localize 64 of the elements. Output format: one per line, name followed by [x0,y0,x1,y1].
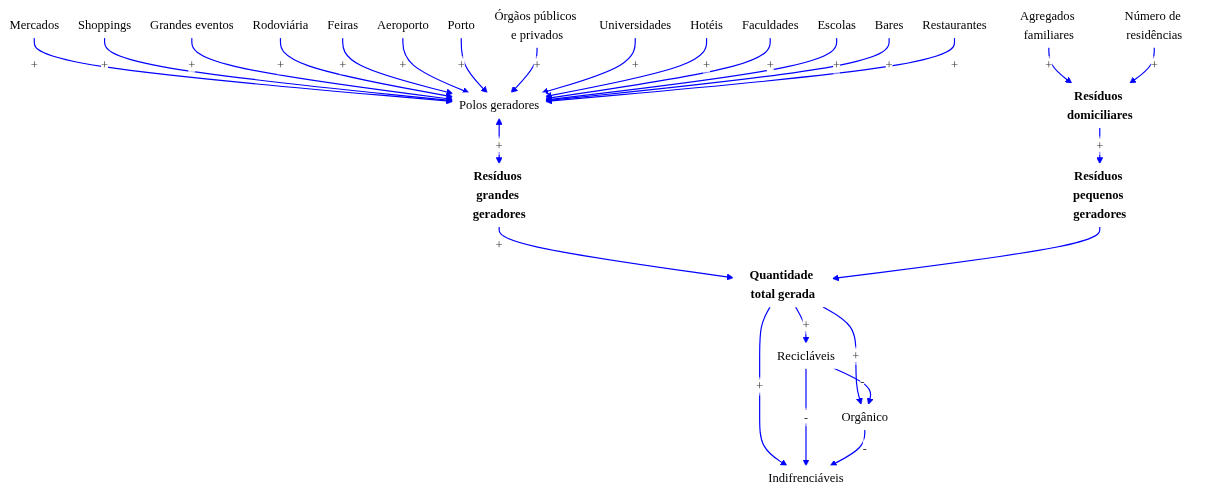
edge-label: + [339,58,347,73]
node-text: Aeroporto [376,18,429,32]
node-text: Bares [874,18,904,32]
edge-label: + [631,58,639,73]
edge-label: + [188,58,196,73]
node-text: Orgânico [841,410,889,424]
arrow [1129,47,1155,85]
edge-label: + [1045,58,1053,73]
node-text: Grandes eventos [150,18,234,32]
arrow [33,37,454,105]
node-text: Rodoviária [252,18,309,32]
edge-label: - [860,374,865,388]
node-text: Órgãos públicos e privados [494,9,577,42]
edge-label: + [950,58,959,73]
node-text: Shoppings [77,18,132,32]
arrow [541,37,636,95]
node-text: Quantidade total gerada [749,268,816,301]
edge-label: - [803,410,809,424]
edge-label: + [495,138,503,153]
node-text: Porto [447,18,475,32]
arrow [832,226,1101,282]
arrow [545,37,708,100]
node-text: Universidades [599,18,672,32]
edge-label: + [766,58,774,73]
edge-label: + [30,58,38,73]
edge-label: + [885,58,893,73]
arrow [191,37,454,103]
node-text: Hotéis [690,18,724,32]
arrow [1048,47,1073,85]
node-text: Restaurantes [922,18,987,32]
arrow [402,37,470,95]
arrow [510,47,538,94]
node-text: Número de residências [1124,9,1183,42]
node-text: Agregados familiares [1019,9,1075,42]
edge-label: + [495,238,503,252]
edge-label: + [399,58,407,73]
node-text: Mercados [9,18,60,32]
arrow [759,306,788,467]
node-text: Feiras [327,18,359,32]
edge-label: + [276,58,285,73]
node-text: Resíduos grandes geradores [472,169,526,221]
arrow [279,37,454,100]
node-text: Faculdades [741,18,799,32]
arrow [545,37,956,105]
arrow [342,37,454,96]
arrow [460,37,488,94]
node-text: Resíduos pequenos geradores [1073,169,1127,221]
node-text: Escolas [817,18,856,32]
arrow [498,226,734,281]
arrow [833,368,874,406]
edge-label: + [1150,58,1158,73]
edge-label: - [862,441,867,455]
node-text: Recicláveis [776,349,835,363]
edge-label: + [852,349,860,363]
node-text: Indifrenciáveis [768,471,844,486]
edge-label: + [1096,138,1104,153]
node-text: Resíduos domiciliares [1067,89,1133,122]
edge-label: + [802,318,810,332]
edge-label: + [457,58,465,73]
edge-label: + [756,379,764,394]
edge-label: + [101,58,109,73]
edge-label: + [703,58,711,73]
edge-label: + [533,58,541,73]
edge-label: + [833,58,841,73]
